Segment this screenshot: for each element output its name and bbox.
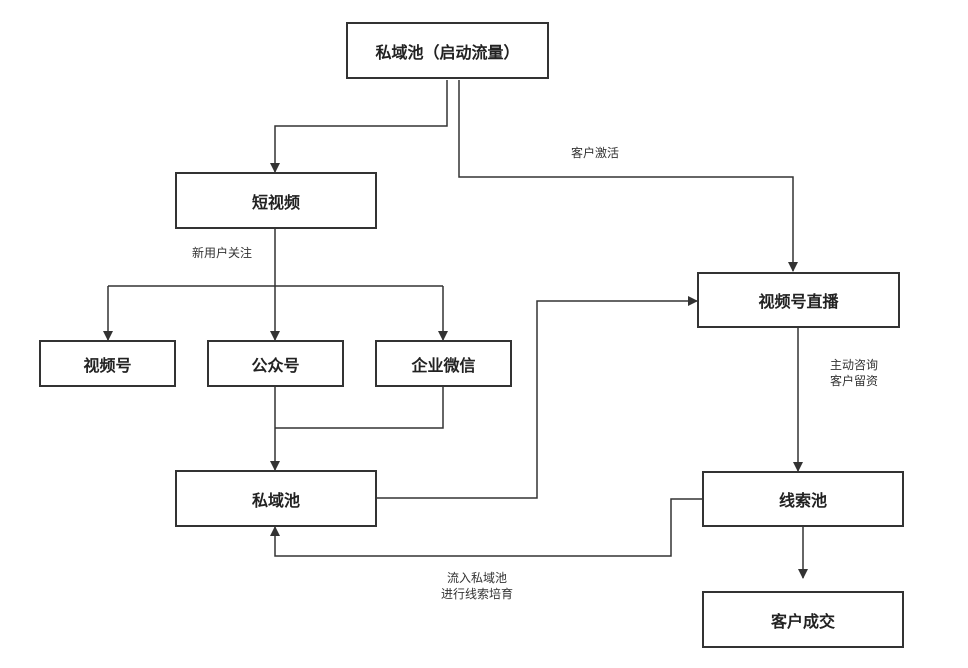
label-inquiry: 主动咨询 客户留资: [830, 357, 878, 389]
node-private-pool: 私域池: [175, 470, 377, 527]
node-official-account: 公众号: [207, 340, 344, 387]
edge-lead-pool-to-private-pool: [270, 498, 702, 557]
node-lead-pool: 线索池: [702, 471, 904, 527]
node-short-video: 短视频: [175, 172, 377, 229]
node-wecom: 企业微信: [375, 340, 512, 387]
label-customer-activation: 客户激活: [571, 146, 620, 160]
edge-start-to-short-video: [270, 80, 448, 173]
label-new-followers: 新用户关注: [192, 246, 253, 260]
label-nurture-line2: 进行线索培育: [441, 587, 514, 601]
node-deal: 客户成交: [702, 591, 904, 648]
label-inquiry-line2: 客户留资: [830, 374, 879, 388]
node-private-pool-start: 私域池（启动流量）: [346, 22, 549, 79]
node-channels-live: 视频号直播: [697, 272, 900, 328]
label-nurture: 流入私域池 进行线索培育: [441, 570, 513, 602]
label-nurture-line1: 流入私域池: [447, 571, 508, 585]
edge-wecom-merge: [275, 386, 444, 429]
edge-start-to-channels-live: [458, 80, 798, 272]
node-channels: 视频号: [39, 340, 176, 387]
edge-private-pool-to-channels-live: [376, 296, 698, 499]
label-inquiry-line1: 主动咨询: [830, 358, 879, 372]
